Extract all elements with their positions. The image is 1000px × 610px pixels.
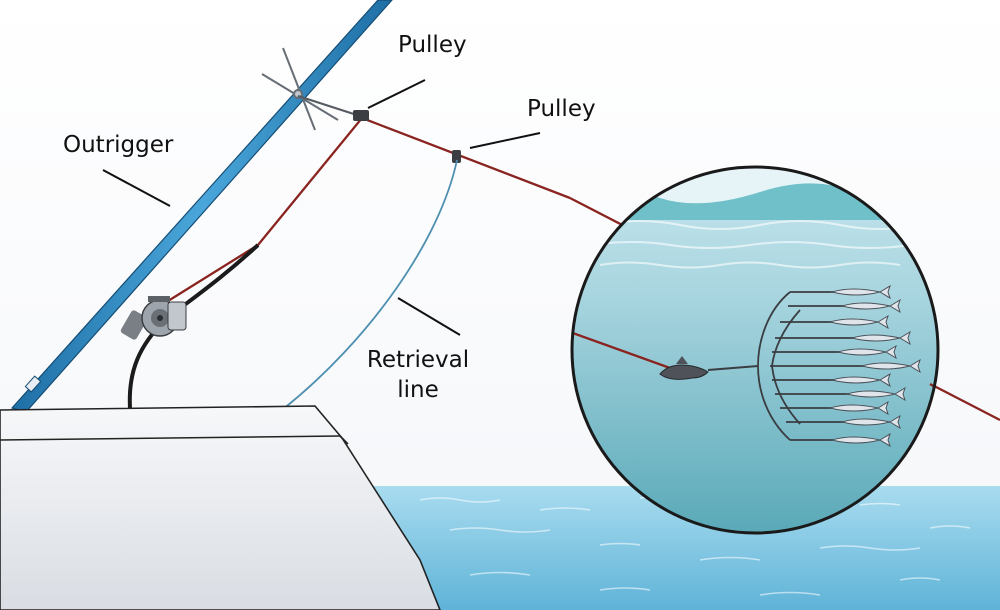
label-pulley-lower: Pulley (527, 96, 596, 122)
label-retrieval-line-2: line (397, 377, 439, 403)
label-retrieval-line: Retrieval line (358, 345, 478, 405)
pulley-icon (353, 110, 461, 163)
leader-pulley-upper (367, 79, 426, 109)
label-outrigger: Outrigger (63, 132, 174, 158)
leader-retrieval-line (397, 297, 461, 336)
underwater-inset (570, 165, 940, 535)
leader-outrigger (102, 169, 171, 207)
boat-hull (0, 405, 441, 610)
pulley-clip-arm (297, 94, 361, 118)
retrieval-line (281, 159, 458, 411)
reel-icon (120, 296, 187, 340)
bait-fish-icon (828, 284, 921, 448)
leader-lines (102, 79, 541, 336)
label-pulley-upper: Pulley (398, 32, 467, 58)
label-retrieval-line-1: Retrieval (366, 347, 470, 373)
leader-pulley-lower (469, 132, 541, 149)
lead-fish-weight-icon (659, 356, 709, 380)
